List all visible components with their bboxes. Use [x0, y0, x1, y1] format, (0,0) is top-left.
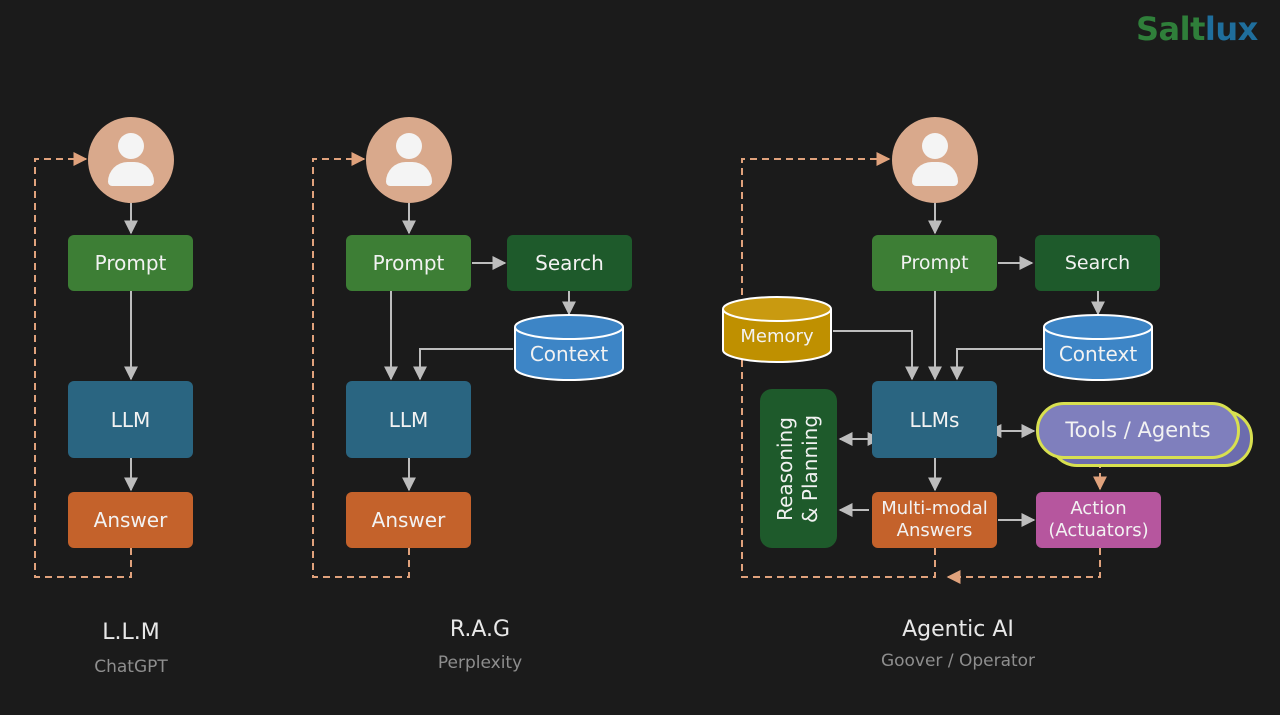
context-db-2: Context [514, 314, 624, 381]
caption-agentic: Agentic AI [902, 617, 1014, 642]
caption-rag: R.A.G [449, 617, 511, 642]
subcaption-rag: Perplexity [437, 653, 523, 673]
multimodal-line1: Multi-modal [881, 498, 988, 520]
answer-box-1: Answer [68, 492, 193, 548]
search-box-2: Search [507, 235, 632, 291]
user-avatar-3 [892, 117, 978, 203]
action-line1: Action [1070, 498, 1127, 520]
multimodal-line2: Answers [896, 520, 973, 541]
user-icon-body [108, 162, 154, 186]
user-icon-head [396, 133, 422, 159]
logo-text-part2: lux [1204, 10, 1258, 48]
action-line2: (Actuators) [1048, 520, 1149, 541]
user-avatar-1 [88, 117, 174, 203]
answer-box-2: Answer [346, 492, 471, 548]
context-label-3: Context [1059, 342, 1138, 366]
tools-agents-box: Tools / Agents [1036, 402, 1240, 459]
arrow-context-llms-3 [950, 348, 1042, 381]
subcaption-llm: ChatGPT [94, 657, 168, 677]
user-icon-body [912, 162, 958, 186]
context-db-3: Context [1043, 314, 1153, 381]
subcaption-agentic: Goover / Operator [880, 651, 1036, 671]
caption-llm: L.L.M [102, 620, 160, 645]
feedback-loop-2 [312, 152, 410, 578]
user-avatar-2 [366, 117, 452, 203]
llm-box-2: LLM [346, 381, 471, 458]
arrow-memory-llms-3 [833, 330, 919, 381]
planning-line: & Planning [798, 414, 823, 523]
context-label-2: Context [530, 342, 609, 366]
saltlux-logo: Saltlux [1136, 10, 1258, 48]
prompt-box-2: Prompt [346, 235, 471, 291]
prompt-box-1: Prompt [68, 235, 193, 291]
memory-db: Memory [722, 296, 832, 363]
logo-text-part1: Salt [1136, 10, 1205, 48]
memory-label: Memory [740, 326, 814, 347]
feedback-action-3 [946, 548, 1101, 584]
llm-box-1: LLM [68, 381, 193, 458]
prompt-box-3: Prompt [872, 235, 997, 291]
user-icon-head [922, 133, 948, 159]
reasoning-planning-box: Reasoning & Planning [760, 389, 837, 548]
llms-box: LLMs [872, 381, 997, 458]
reasoning-line: Reasoning [773, 416, 798, 521]
multimodal-answers-box: Multi-modal Answers [872, 492, 997, 548]
reasoning-planning-label: Reasoning & Planning [774, 414, 824, 522]
user-icon-head [118, 133, 144, 159]
feedback-loop-1 [34, 152, 132, 578]
arrow-context-llm-2 [413, 348, 513, 381]
feedback-loop-3 [741, 152, 936, 578]
action-actuators-box: Action (Actuators) [1036, 492, 1161, 548]
user-icon-body [386, 162, 432, 186]
search-box-3: Search [1035, 235, 1160, 291]
